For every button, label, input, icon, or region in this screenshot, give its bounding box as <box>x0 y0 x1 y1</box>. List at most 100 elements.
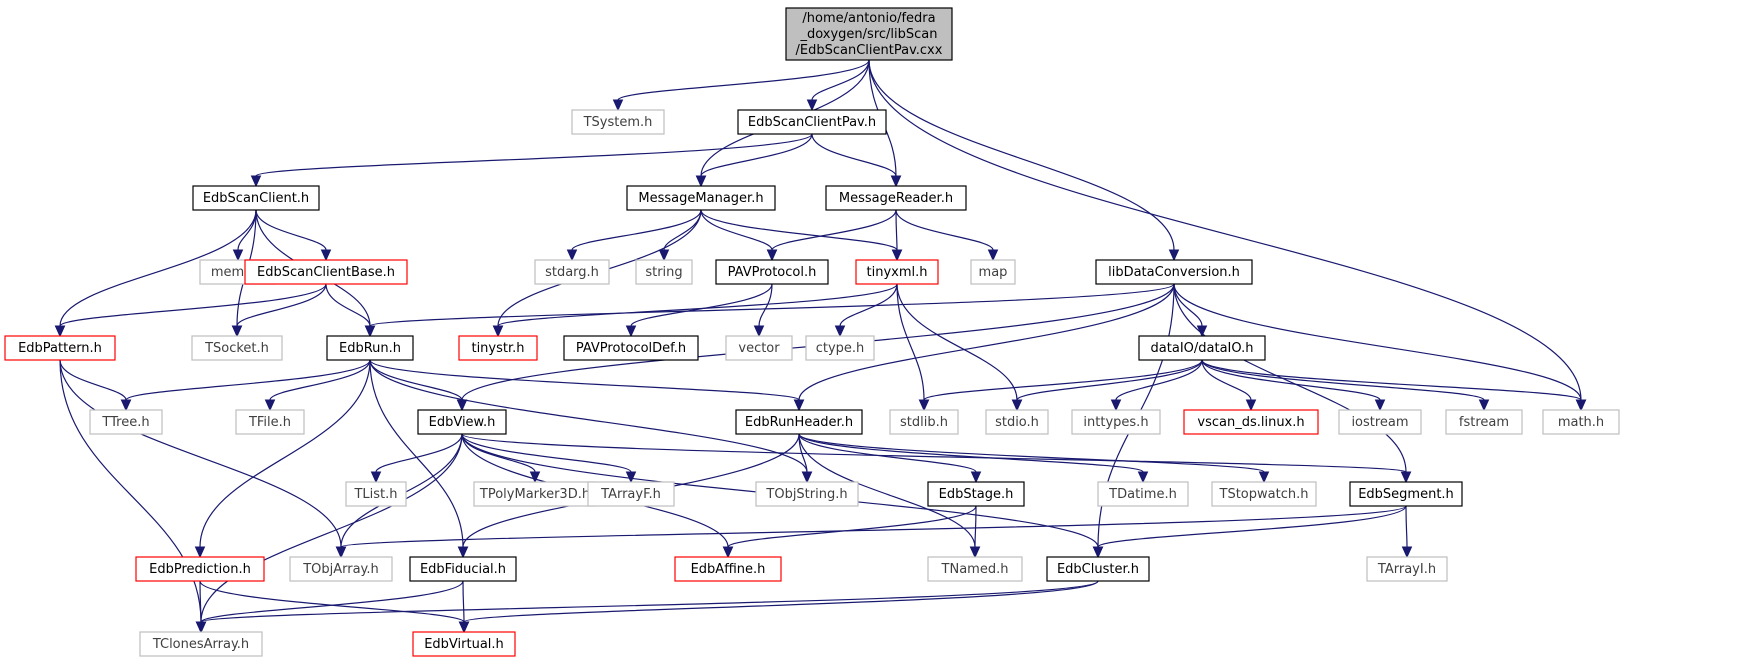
node-label-line: fstream <box>1459 415 1509 430</box>
edge-data-io-to-inttypes <box>1110 359 1203 412</box>
edge-arrowhead <box>766 249 778 262</box>
node-label-line: TTree.h <box>101 415 149 430</box>
edge-arrowhead <box>232 249 244 262</box>
edge-pavprotocol-to-vector <box>753 283 773 338</box>
node-label: stdio.h <box>995 415 1039 430</box>
edge-line <box>236 283 327 327</box>
node-box <box>1542 409 1620 435</box>
node-label-line: PAVProtocol.h <box>728 265 817 280</box>
edge-arrowhead <box>987 249 999 262</box>
node-label: EdbStage.h <box>939 487 1014 502</box>
node-edb-prediction[interactable]: EdbPrediction.h <box>135 556 265 582</box>
edge-edb-run-to-edb-view <box>369 359 468 412</box>
edge-arrowhead <box>801 471 813 484</box>
node-label-line: PAVProtocolDef.h <box>576 341 686 356</box>
edge-arrowhead <box>54 325 66 338</box>
node-label: PAVProtocol.h <box>728 265 817 280</box>
edge-line <box>700 209 773 251</box>
node-label: EdbScanClientBase.h <box>257 265 395 280</box>
node-pavprotocol[interactable]: PAVProtocol.h <box>715 259 829 285</box>
edge-arrowhead <box>1137 471 1149 484</box>
edge-data-io-to-stdio <box>1011 359 1203 412</box>
node-edb-scan-client-pav[interactable]: EdbScanClientPav.h <box>737 109 887 135</box>
node-box <box>563 335 699 361</box>
edge-arrowhead <box>457 546 469 559</box>
node-string: string <box>635 259 693 285</box>
edge-edb-pattern-to-tobj-array <box>59 359 347 559</box>
node-edb-pattern[interactable]: EdbPattern.h <box>4 335 116 361</box>
edge-data-io-to-math <box>1201 359 1587 412</box>
edge-arrowhead <box>529 471 541 484</box>
edge-data-io-to-vscan-ds <box>1201 359 1257 412</box>
node-label-line: EdbAffine.h <box>691 562 766 577</box>
node-edb-affine[interactable]: EdbAffine.h <box>674 556 782 582</box>
node-label: TPolyMarker3D.h <box>479 487 590 502</box>
node-edb-virtual[interactable]: EdbVirtual.h <box>412 631 516 657</box>
node-tstopwatch: TStopwatch.h <box>1211 481 1317 507</box>
node-ttree: TTree.h <box>89 409 163 435</box>
node-edb-scan-client-base[interactable]: EdbScanClientBase.h <box>244 259 408 285</box>
edge-arrowhead <box>456 399 468 412</box>
node-edb-run[interactable]: EdbRun.h <box>326 335 414 361</box>
edge-line <box>375 433 463 473</box>
node-tinyxml[interactable]: tinyxml.h <box>855 259 939 285</box>
edge-arrowhead <box>1400 471 1412 484</box>
edge-line <box>255 209 327 251</box>
node-tnamed: TNamed.h <box>927 556 1023 582</box>
node-label: dataIO/dataIO.h <box>1151 341 1254 356</box>
node-box <box>4 335 116 361</box>
node-box <box>1445 409 1523 435</box>
node-label: ctype.h <box>816 341 865 356</box>
node-box <box>1071 409 1161 435</box>
edge-message-reader-to-pavprotocol <box>766 209 897 262</box>
edge-arrowhead <box>806 99 818 112</box>
root-file-node[interactable]: /home/antonio/fedra_doxygen/src/libScan/… <box>785 7 953 61</box>
node-edb-run-header[interactable]: EdbRunHeader.h <box>735 409 863 435</box>
edge-edb-run-header-to-tstopwatch <box>798 433 1270 484</box>
edge-line <box>895 209 898 251</box>
node-edb-cluster[interactable]: EdbCluster.h <box>1046 556 1150 582</box>
node-label-line: stdlib.h <box>900 415 948 430</box>
node-tinystr[interactable]: tinystr.h <box>458 335 538 361</box>
edge-arrowhead <box>120 399 132 412</box>
node-label-line: iostream <box>1351 415 1408 430</box>
node-message-manager[interactable]: MessageManager.h <box>626 185 776 211</box>
edge-edb-scan-client-base-to-edb-pattern <box>54 283 327 338</box>
node-edb-view[interactable]: EdbView.h <box>417 409 507 435</box>
edge-line <box>868 59 1175 251</box>
node-edb-scan-client[interactable]: EdbScanClient.h <box>192 185 320 211</box>
node-data-io[interactable]: dataIO/dataIO.h <box>1138 335 1266 361</box>
node-label-line: EdbStage.h <box>939 487 1014 502</box>
node-edb-stage[interactable]: EdbStage.h <box>927 481 1025 507</box>
node-lib-data-conversion[interactable]: libDataConversion.h <box>1095 259 1253 285</box>
edge-arrowhead <box>364 325 376 338</box>
node-message-reader[interactable]: MessageReader.h <box>825 185 967 211</box>
edge-arrowhead <box>891 249 903 262</box>
node-label: map <box>979 265 1008 280</box>
node-tarray-f: TArrayF.h <box>587 481 675 507</box>
node-label: TFile.h <box>248 415 291 430</box>
node-box <box>412 631 516 657</box>
node-label-line: TSocket.h <box>204 341 269 356</box>
edge-arrowhead <box>194 546 206 559</box>
node-box <box>805 335 875 361</box>
edge-arrowhead <box>231 325 243 338</box>
edge-line <box>798 433 976 548</box>
node-edb-fiducial[interactable]: EdbFiducial.h <box>409 556 517 582</box>
edge-line <box>1405 505 1408 548</box>
edge-line <box>199 580 202 623</box>
node-label-line: TList.h <box>353 487 397 502</box>
edge-arrowhead <box>335 546 347 559</box>
node-vscan-ds[interactable]: vscan_ds.linux.h <box>1183 409 1319 435</box>
edge-arrowhead <box>753 325 765 338</box>
node-label: TObjArray.h <box>302 562 379 577</box>
node-edb-segment[interactable]: EdbSegment.h <box>1349 481 1463 507</box>
node-label-line: TDatime.h <box>1108 487 1177 502</box>
node-pavprotocol-def[interactable]: PAVProtocolDef.h <box>563 335 699 361</box>
node-box <box>1138 335 1266 361</box>
edge-lib-data-conversion-to-data-io <box>1173 283 1208 338</box>
edge-arrowhead <box>264 399 276 412</box>
node-box <box>235 409 305 435</box>
edge-line <box>811 133 897 177</box>
node-ctype: ctype.h <box>805 335 875 361</box>
